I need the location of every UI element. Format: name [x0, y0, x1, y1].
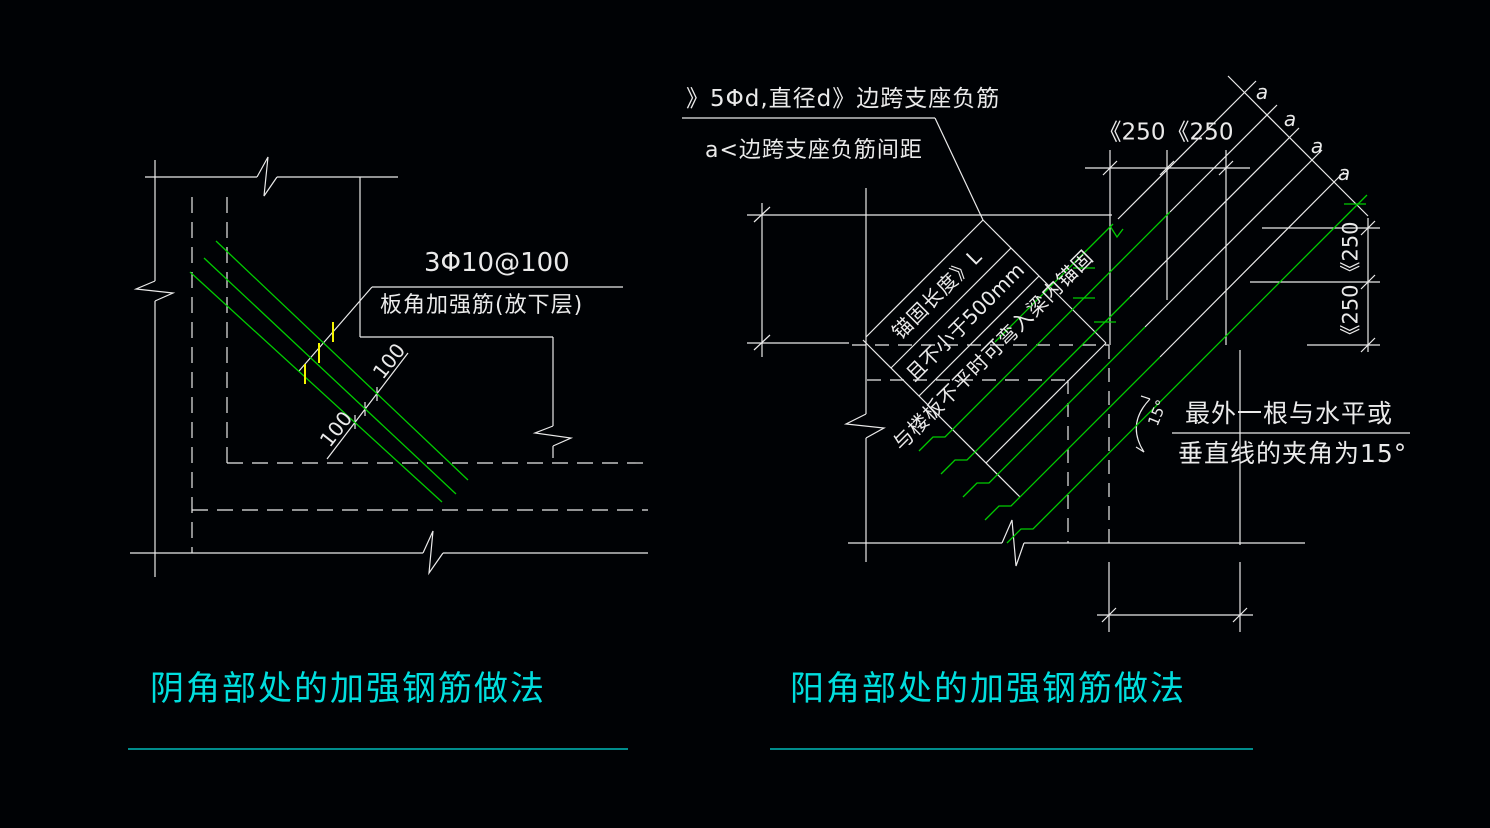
- dim-top-250-left: 《250: [1098, 119, 1166, 146]
- angle-note-line1: 最外一根与水平或: [1185, 399, 1394, 428]
- spacing-label-a1: a: [1255, 80, 1269, 104]
- spacing-label-a4: a: [1337, 161, 1351, 185]
- left-callout-spec: 3Φ10@100: [424, 248, 570, 278]
- right-view-title: 阳角部处的加强钢筋做法: [790, 669, 1186, 709]
- right-top-note-line2: a<边跨支座负筋间距: [705, 138, 923, 163]
- left-view-dashed-lines: [191, 197, 648, 553]
- left-callout-desc: 板角加强筋(放下层): [380, 293, 584, 318]
- right-top-note-line1: 》5Φd,直径d》边跨支座负筋: [686, 86, 1001, 112]
- spacing-label-a3: a: [1310, 134, 1324, 158]
- left-view-highlight-ticks: [304, 322, 334, 384]
- right-view-rebar-lines: [918, 194, 1368, 544]
- right-view-lines: [682, 75, 1410, 632]
- dim-right-250-lower: 《250: [1338, 284, 1363, 346]
- left-view-lines: [130, 156, 648, 577]
- spacing-label-a2: a: [1283, 107, 1297, 131]
- angle-note-line2: 垂直线的夹角为15°: [1178, 439, 1408, 468]
- left-view-rebar-lines: [189, 240, 469, 503]
- right-view-dashed-lines: [852, 344, 1110, 543]
- left-view-title: 阴角部处的加强钢筋做法: [150, 669, 546, 709]
- dim-top-250-right: 《250: [1166, 119, 1234, 146]
- dim-right-250-upper: 《250: [1338, 221, 1363, 283]
